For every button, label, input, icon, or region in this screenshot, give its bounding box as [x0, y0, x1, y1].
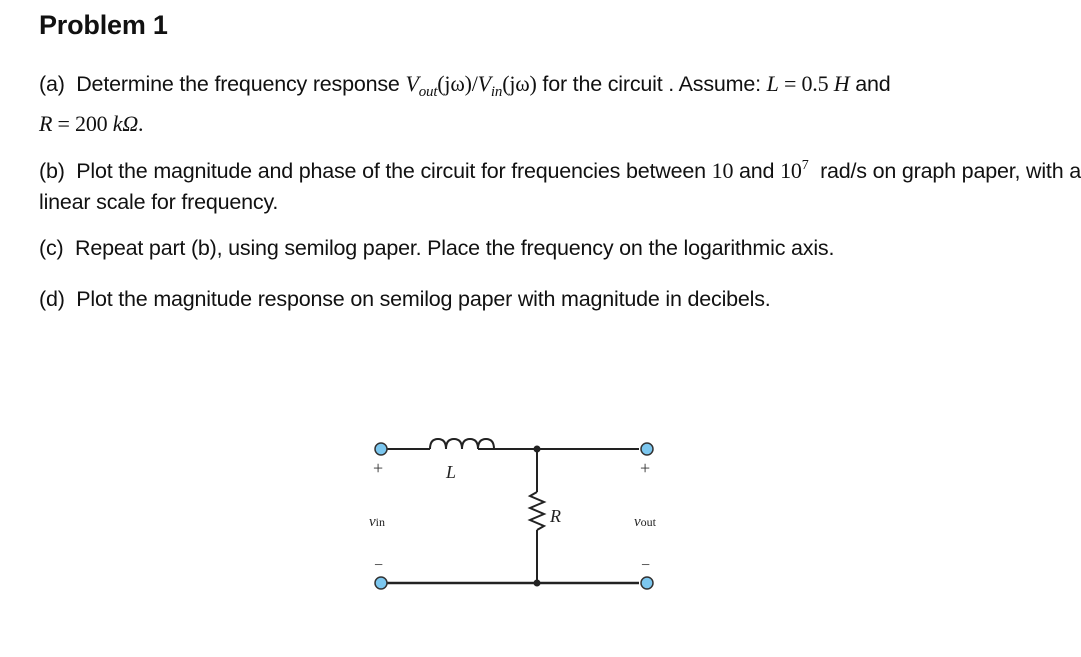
terminal-vin-plus	[374, 442, 388, 456]
vin-minus-sign: −	[374, 557, 383, 574]
resistance-value: = 200	[52, 111, 113, 136]
part-c-label: (c)	[39, 236, 64, 260]
problem-title: Problem 1	[39, 10, 168, 40]
rl-circuit-diagram: + + − − L R vin vout	[369, 437, 657, 590]
inductor-icon	[429, 437, 495, 450]
inductance-symbol: L	[766, 71, 779, 96]
vin-subscript: in	[490, 84, 503, 100]
vin-plus-sign: +	[373, 458, 383, 478]
junction-top	[533, 445, 541, 453]
part-a-and: and	[855, 72, 891, 96]
part-d-label: (d)	[39, 287, 65, 311]
part-a-assume: for the circuit . Assume:	[542, 72, 761, 96]
terminal-vin-minus	[374, 576, 388, 590]
inductance-value: = 0.5	[778, 71, 834, 96]
junction-bottom	[533, 579, 541, 587]
vout-minus-sign: −	[641, 557, 650, 574]
part-d-text: Plot the magnitude response on semilog p…	[76, 287, 771, 311]
vin-label: vin	[369, 514, 385, 530]
freq-low: 10	[711, 158, 734, 183]
part-c: (c) Repeat part (b), using semilog paper…	[39, 233, 834, 264]
part-c-text: Repeat part (b), using semilog paper. Pl…	[75, 236, 835, 260]
tf-arg-2: (jω)	[502, 71, 537, 96]
tf-arg-1: (jω)/	[437, 71, 478, 96]
resistor-icon	[527, 491, 547, 531]
vin-symbol: V	[477, 71, 491, 96]
resistance-period: .	[138, 111, 144, 136]
inductance-unit: H	[833, 71, 850, 96]
resistance-unit: kΩ	[112, 111, 139, 136]
part-a: (a) Determine the frequency response Vou…	[39, 68, 891, 140]
part-b: (b) Plot the magnitude and phase of the …	[39, 150, 1081, 218]
vout-subscript: out	[418, 84, 438, 100]
part-b-label: (b)	[39, 159, 65, 183]
part-a-text: Determine the frequency response	[76, 72, 400, 96]
part-a-label: (a)	[39, 72, 65, 96]
terminal-vout-minus	[640, 576, 654, 590]
vout-plus-sign: +	[640, 458, 650, 478]
part-b-text: Plot the magnitude and phase of the circ…	[76, 159, 706, 183]
part-b-text-2: rad/s on graph paper, with a linear scal…	[39, 159, 1081, 214]
part-b-and: and	[739, 159, 775, 183]
freq-high-base: 10	[780, 158, 802, 183]
inductor-label: L	[445, 462, 456, 482]
resistor-label: R	[549, 506, 561, 526]
part-d: (d) Plot the magnitude response on semil…	[39, 284, 771, 315]
resistance-symbol: R	[39, 111, 53, 136]
terminal-vout-plus	[640, 442, 654, 456]
vout-symbol: V	[405, 71, 419, 96]
vout-label: vout	[634, 514, 657, 530]
freq-high-exp: 7	[801, 158, 809, 173]
